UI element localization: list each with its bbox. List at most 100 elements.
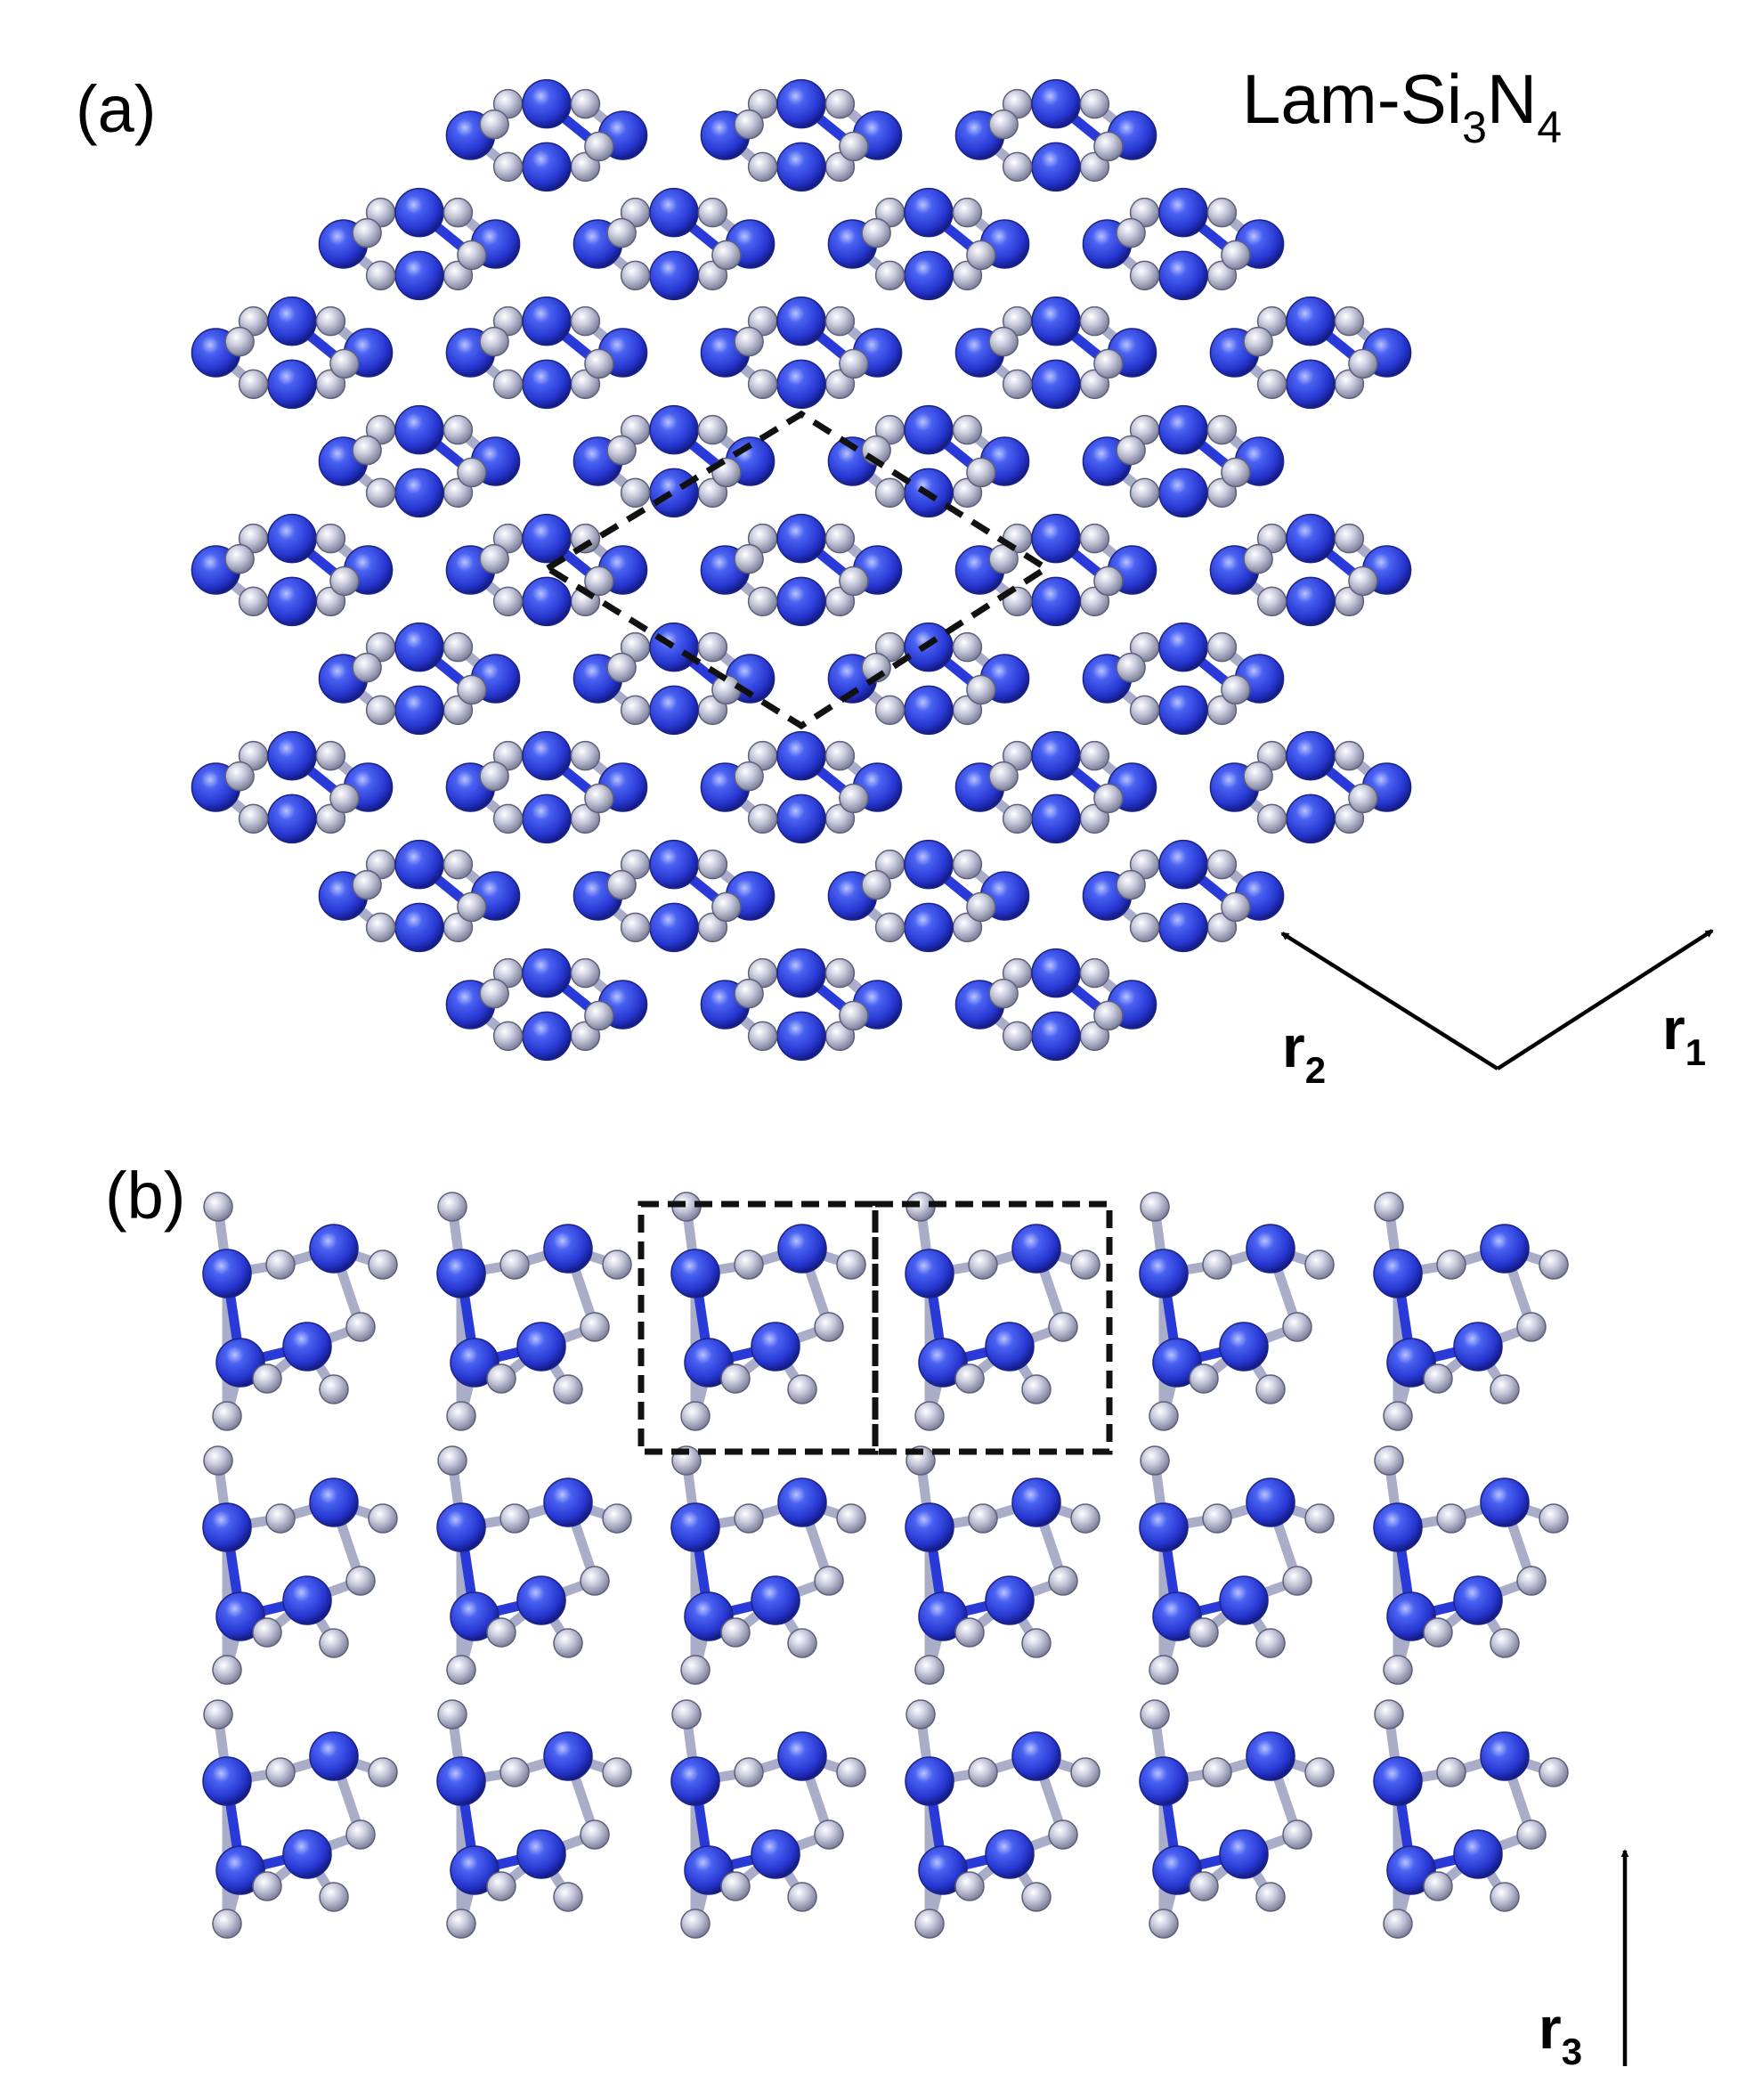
nitrogen-atom	[437, 1699, 467, 1730]
nitrogen-atom	[734, 761, 764, 792]
atom-layer-b	[202, 1192, 1569, 1939]
nitrogen-atom	[486, 1363, 516, 1394]
nitrogen-atom	[1189, 1363, 1219, 1394]
nitrogen-atom	[1304, 1249, 1335, 1280]
nitrogen-atom	[954, 1617, 985, 1648]
silicon-atom	[450, 1845, 499, 1895]
silicon-atom	[1158, 902, 1208, 953]
nitrogen-atom	[1079, 88, 1110, 119]
nitrogen-atom	[457, 891, 487, 923]
nitrogen-atom	[553, 1628, 583, 1658]
nitrogen-atom	[787, 1882, 817, 1912]
nitrogen-atom	[814, 1566, 844, 1596]
silicon-atom	[522, 359, 572, 410]
nitrogen-atom	[203, 1192, 233, 1222]
silicon-atom	[522, 948, 572, 998]
nitrogen-atom	[224, 761, 255, 792]
nitrogen-atom	[570, 740, 601, 771]
silicon-atom	[522, 78, 572, 129]
nitrogen-atom	[1129, 912, 1160, 943]
structure-title: Lam-Si3N4	[1242, 60, 1562, 152]
nitrogen-atom	[368, 1757, 398, 1787]
nitrogen-atom	[446, 1909, 476, 1939]
silicon-atom	[905, 1249, 954, 1298]
nitrogen-atom	[697, 849, 728, 880]
nitrogen-atom	[874, 912, 905, 943]
nitrogen-atom	[966, 457, 996, 488]
unit-cell-outline-a	[541, 410, 1052, 730]
nitrogen-atom	[720, 1363, 751, 1394]
nitrogen-atom	[329, 566, 360, 597]
nitrogen-atom	[1243, 326, 1273, 357]
silicon-atom	[1031, 794, 1081, 844]
silicon-atom	[267, 296, 317, 346]
nitrogen-atom	[1149, 1909, 1179, 1939]
silicon-atom	[918, 1338, 968, 1388]
silicon-atom	[649, 468, 699, 518]
nitrogen-atom	[203, 1699, 233, 1730]
nitrogen-atom	[1383, 1909, 1413, 1939]
nitrogen-atom	[492, 803, 524, 834]
silicon-atom	[394, 187, 444, 238]
silicon-atom	[1246, 1731, 1295, 1781]
nitrogen-atom	[988, 326, 1019, 357]
silicon-atom	[543, 1224, 593, 1274]
nitrogen-atom	[1490, 1374, 1520, 1404]
silicon-atom	[267, 794, 317, 844]
silicon-atom	[649, 187, 699, 238]
nitrogen-atom	[238, 369, 269, 400]
nitrogen-atom	[479, 326, 509, 357]
nitrogen-atom	[584, 131, 614, 162]
nitrogen-atom	[606, 217, 637, 248]
silicon-atom	[904, 187, 954, 238]
silicon-atom	[282, 1322, 332, 1372]
nitrogen-atom	[824, 88, 856, 119]
nitrogen-atom	[602, 1757, 632, 1787]
silicon-atom	[522, 513, 572, 564]
nitrogen-atom	[1206, 631, 1238, 663]
silicon-atom	[1011, 1731, 1061, 1781]
nitrogen-atom	[606, 869, 637, 900]
silicon-atom	[905, 1502, 954, 1552]
nitrogen-atom	[968, 1249, 998, 1280]
nitrogen-atom	[315, 305, 346, 337]
nitrogen-atom	[1116, 217, 1146, 248]
silicon-atom	[1152, 1591, 1202, 1641]
nitrogen-atom	[1221, 457, 1251, 488]
nitrogen-atom	[1255, 1374, 1286, 1404]
r3-label: r3	[1539, 1995, 1582, 2072]
nitrogen-atom	[553, 1882, 583, 1912]
nitrogen-atom	[1221, 891, 1251, 923]
nitrogen-atom	[1149, 1401, 1179, 1431]
silicon-atom	[436, 1249, 486, 1298]
nitrogen-atom	[252, 1617, 282, 1648]
silicon-atom	[649, 902, 699, 953]
silicon-atom	[1011, 1477, 1061, 1527]
nitrogen-atom	[1048, 1819, 1078, 1850]
nitrogen-atom	[1304, 1757, 1335, 1787]
nitrogen-atom	[606, 652, 637, 683]
silicon-atom	[1031, 513, 1081, 564]
nitrogen-atom	[1383, 1655, 1413, 1685]
silicon-atom	[1158, 404, 1208, 455]
silicon-atom	[516, 1829, 566, 1879]
nitrogen-atom	[499, 1249, 530, 1280]
silicon-atom	[985, 1575, 1035, 1625]
nitrogen-atom	[747, 586, 778, 617]
silicon-atom	[904, 250, 954, 301]
nitrogen-atom	[1334, 523, 1365, 554]
silicon-atom	[1480, 1477, 1530, 1527]
nitrogen-atom	[1140, 1192, 1170, 1222]
nitrogen-atom	[479, 109, 509, 140]
silicon-atom	[267, 576, 317, 627]
nitrogen-atom	[446, 1655, 476, 1685]
nitrogen-atom	[1243, 761, 1273, 792]
silicon-atom	[905, 1756, 954, 1806]
nitrogen-atom	[914, 1909, 945, 1939]
silicon-atom	[670, 1502, 720, 1552]
nitrogen-atom	[697, 197, 728, 228]
silicon-atom	[1246, 1477, 1295, 1527]
bond-layer-b	[213, 1201, 1559, 1929]
nitrogen-atom	[954, 1363, 985, 1394]
silicon-atom	[394, 622, 444, 672]
